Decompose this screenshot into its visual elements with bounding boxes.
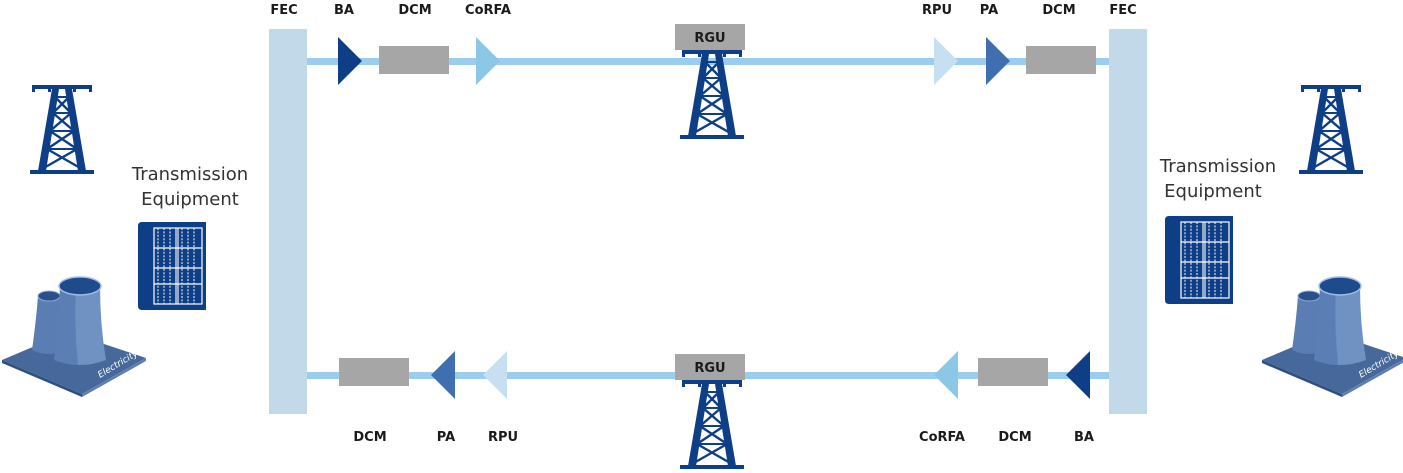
bottom-line-components: DCM PA RPU RGU CoRFA DCM BA bbox=[339, 351, 1094, 471]
left-site: Transmission Equipment Electricity bbox=[1, 83, 248, 398]
right-equipment-rack-icon bbox=[1164, 215, 1234, 305]
top-rpu-unit bbox=[934, 37, 958, 85]
top-corfa-amplifier bbox=[476, 37, 500, 85]
left-transmission-tower-icon bbox=[28, 83, 96, 176]
left-site-title-line1: Transmission bbox=[131, 164, 248, 185]
bottom-pa-amplifier bbox=[431, 351, 455, 399]
left-fec-label: FEC bbox=[270, 3, 297, 18]
top-rgu-label: RGU bbox=[694, 31, 725, 46]
top-left-dcm-block bbox=[379, 46, 449, 74]
right-transmission-tower-icon bbox=[1297, 83, 1365, 176]
top-ba-amplifier bbox=[338, 37, 362, 85]
top-rpu-label: RPU bbox=[922, 3, 952, 18]
bottom-right-dcm-label: DCM bbox=[998, 430, 1031, 445]
top-line-components: BA DCM CoRFA RGU RPU PA DCM bbox=[334, 3, 1096, 141]
right-fec-block bbox=[1109, 29, 1147, 414]
bottom-pa-label: PA bbox=[437, 430, 455, 445]
top-pa-amplifier bbox=[986, 37, 1010, 85]
right-cooling-tower-plant-icon bbox=[1261, 276, 1403, 398]
top-left-dcm-label: DCM bbox=[398, 3, 431, 18]
bottom-ba-label: BA bbox=[1074, 430, 1094, 445]
top-right-dcm-block bbox=[1026, 46, 1096, 74]
left-site-title-line2: Equipment bbox=[141, 189, 239, 210]
right-fec-label: FEC bbox=[1109, 3, 1136, 18]
top-pa-label: PA bbox=[980, 3, 998, 18]
top-ba-label: BA bbox=[334, 3, 354, 18]
top-corfa-label: CoRFA bbox=[465, 3, 511, 18]
left-fec-block bbox=[269, 29, 307, 414]
bottom-rgu-box bbox=[675, 354, 745, 380]
bottom-ba-amplifier bbox=[1066, 351, 1090, 399]
bottom-left-dcm-block bbox=[339, 358, 409, 386]
left-cooling-tower-plant-icon bbox=[1, 276, 147, 398]
bottom-rpu-label: RPU bbox=[488, 430, 518, 445]
bottom-right-dcm-block bbox=[978, 358, 1048, 386]
bottom-corfa-amplifier bbox=[934, 351, 958, 399]
bottom-corfa-label: CoRFA bbox=[919, 430, 965, 445]
bottom-rpu-unit bbox=[483, 351, 507, 399]
bottom-rgu-label: RGU bbox=[694, 361, 725, 376]
left-equipment-rack-icon bbox=[137, 221, 207, 311]
bottom-rgu-tower-icon bbox=[678, 378, 746, 471]
top-right-dcm-label: DCM bbox=[1042, 3, 1075, 18]
top-rgu-box bbox=[675, 24, 745, 50]
right-site-title-line2: Equipment bbox=[1164, 181, 1262, 202]
bottom-left-dcm-label: DCM bbox=[353, 430, 386, 445]
right-site: Transmission Equipment Electricity bbox=[1159, 83, 1403, 398]
right-site-title-line1: Transmission bbox=[1159, 156, 1276, 177]
